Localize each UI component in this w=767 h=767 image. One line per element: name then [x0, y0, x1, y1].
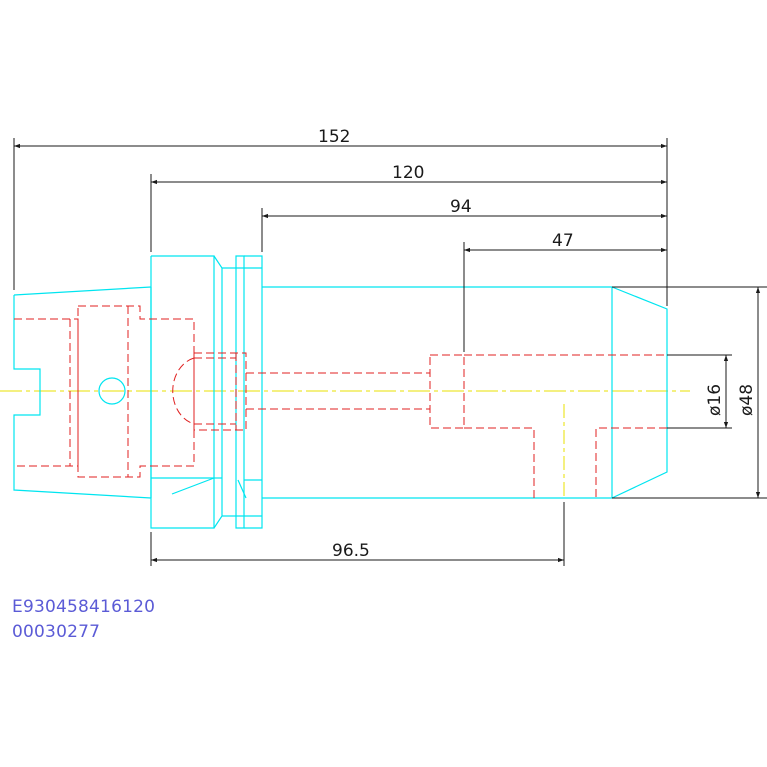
hidden-lines [14, 305, 667, 498]
part-number-code: E930458416120 [12, 597, 156, 617]
part-outline [13, 255, 668, 529]
dim-text-47: 47 [552, 231, 574, 251]
dim-text-120: 120 [392, 163, 424, 183]
dim-text-152: 152 [318, 127, 350, 147]
dimension-lines [14, 143, 761, 563]
dim-text-d48: ø48 [737, 384, 757, 416]
extension-lines [13, 138, 767, 566]
dim-text-96-5: 96.5 [332, 541, 370, 561]
serial-code: 00030277 [12, 622, 101, 642]
dim-text-94: 94 [450, 197, 472, 217]
dim-text-d16: ø16 [705, 384, 725, 416]
